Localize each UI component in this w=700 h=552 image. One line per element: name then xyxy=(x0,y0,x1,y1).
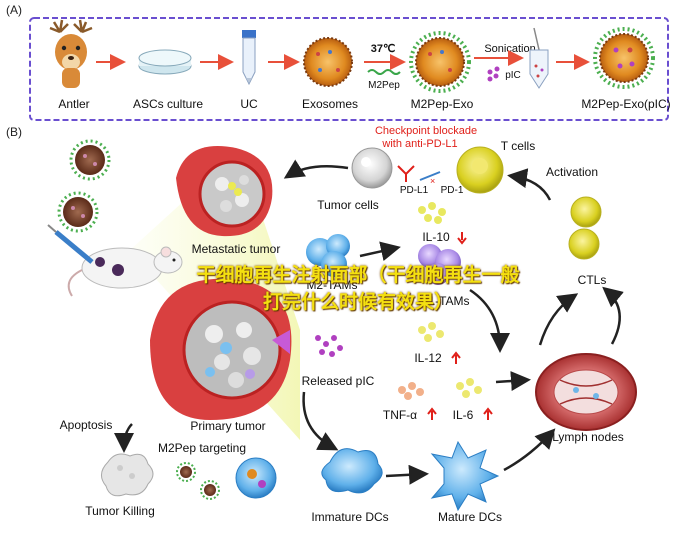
immature-dc-icon xyxy=(321,448,383,494)
m2pep-peptide-icon xyxy=(367,69,401,75)
il6-label: IL-6 xyxy=(453,408,474,422)
activation-label: Activation xyxy=(546,165,598,179)
pic-label: pIC xyxy=(505,70,521,81)
exosome-icon xyxy=(303,37,353,87)
tumor-cell-icon xyxy=(351,147,393,189)
deer-icon xyxy=(49,19,93,88)
t-cells-label: T cells xyxy=(501,139,535,153)
ctl-cell-icon-2 xyxy=(568,228,600,260)
step-ascs-culture: ASCs culture xyxy=(133,97,203,111)
m2pep-targeting-label: M2Pep targeting xyxy=(158,441,246,455)
m2pep-exo-pic-icon xyxy=(593,27,655,89)
tumor-cells-label: Tumor cells xyxy=(317,198,379,212)
primary-tumor-icon xyxy=(150,278,292,420)
ctls-label: CTLs xyxy=(578,273,607,287)
panel-a-label: (A) xyxy=(6,3,22,17)
temperature-label: 37℃ xyxy=(371,43,396,55)
petri-dish-icon xyxy=(138,49,192,75)
m2pep-label: M2Pep xyxy=(368,80,400,91)
pd-l1-label: PD-L1 xyxy=(400,185,429,196)
panel-a-frame xyxy=(29,17,669,121)
il10-down-arrow xyxy=(457,232,467,245)
step-antler: Antler xyxy=(58,97,89,111)
checkpoint-line1: Checkpoint blockade xyxy=(375,125,477,137)
pd-1-label: PD-1 xyxy=(441,185,464,196)
targeting-exosome-icon-2 xyxy=(200,480,220,500)
exosome-pic-icon-bottom xyxy=(57,191,99,233)
il6-cytokine-icon xyxy=(456,378,482,398)
released-pic-icon xyxy=(315,335,343,357)
arrow-apoptosis xyxy=(114,423,135,453)
immature-dcs-label: Immature DCs xyxy=(311,510,388,524)
ctl-cell-icon-1 xyxy=(570,196,602,228)
checkpoint-line2: with anti-PD-L1 xyxy=(381,138,457,150)
m2pep-exo-icon xyxy=(409,31,471,93)
il12-up-arrow xyxy=(451,351,461,364)
tnf-label: TNF-α xyxy=(383,408,417,422)
arrow-cytokines-to-lymph xyxy=(495,371,531,391)
metastatic-tumor-label: Metastatic tumor xyxy=(192,242,281,256)
step-m2pep-exo-pic: M2Pep-Exo(pIC) xyxy=(581,97,670,111)
t-cell-icon xyxy=(456,146,504,194)
step-exosomes: Exosomes xyxy=(302,97,358,111)
mature-dc-icon xyxy=(430,440,500,512)
step-m2pep-exo: M2Pep-Exo xyxy=(411,97,474,111)
targeted-macrophage-icon xyxy=(235,457,277,499)
il10-cytokine-icon xyxy=(418,202,446,224)
arrow-m2-to-m1 xyxy=(359,241,401,262)
arrow-lymph-to-ctls-2 xyxy=(538,293,579,346)
arrow-activation xyxy=(507,168,552,201)
lymph-node-icon xyxy=(535,353,637,431)
syringe-icon xyxy=(47,224,94,264)
exosome-pic-icon-top xyxy=(69,139,111,181)
primary-tumor-label: Primary tumor xyxy=(190,419,265,433)
watermark-overlay-text: 干细胞再生注射面部（干细胞再生一般打完什么时候有效果） xyxy=(196,264,520,313)
sonication-label: Sonication xyxy=(484,43,535,55)
m2-tams-label: M2-TAMs xyxy=(306,278,357,292)
tumor-killing-label: Tumor Killing xyxy=(85,504,155,518)
arrow-mature-to-lymph xyxy=(503,428,556,472)
metastatic-tumor-icon xyxy=(176,146,273,237)
svg-text:×: × xyxy=(430,176,435,186)
m2-tam-icon xyxy=(306,234,350,277)
pic-molecule-icon xyxy=(487,66,500,82)
il10-label: IL-10 xyxy=(422,230,450,244)
targeting-exosome-icon-1 xyxy=(176,462,196,482)
lymph-nodes-label: Lymph nodes xyxy=(552,430,624,444)
mouse-icon xyxy=(67,246,183,297)
m1-tam-icon xyxy=(418,244,461,285)
sonication-tube-icon xyxy=(529,27,549,89)
arrow-immature-to-mature xyxy=(385,464,429,485)
il6-up-arrow xyxy=(483,407,493,420)
apoptosis-label: Apoptosis xyxy=(60,418,113,432)
m1-tams-label: M1-TAMs xyxy=(418,294,469,308)
arrow-m1-to-cytokines xyxy=(469,288,510,353)
arrow-pic-to-dcs xyxy=(302,391,339,451)
dying-tumor-cell-icon xyxy=(101,453,154,497)
il12-cytokine-icon xyxy=(418,322,444,342)
released-pic-label: Released pIC xyxy=(302,374,375,388)
step-uc: UC xyxy=(240,97,258,111)
arrow-tumor-to-metastatic xyxy=(283,159,349,179)
tnf-up-arrow xyxy=(427,407,437,420)
arrow-lymph-to-ctls xyxy=(602,286,624,345)
tnf-cytokine-icon xyxy=(398,382,424,400)
centrifuge-tube-icon xyxy=(242,30,256,86)
panel-b-label: (B) xyxy=(6,125,22,139)
anti-pd-l1-antibody-icon: × xyxy=(397,165,441,186)
mature-dcs-label: Mature DCs xyxy=(438,510,502,524)
il12-label: IL-12 xyxy=(414,351,442,365)
